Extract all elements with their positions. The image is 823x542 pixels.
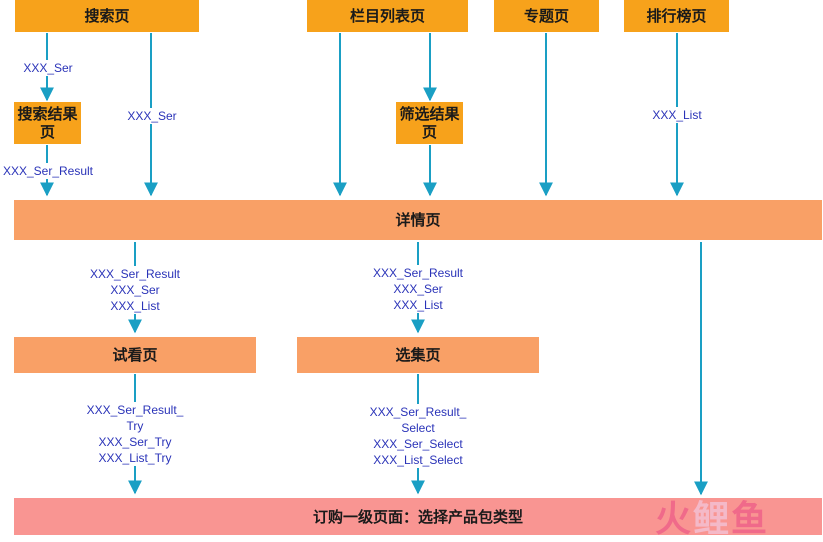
label-detail-to-trial: XXX_Ser_Result XXX_Ser XXX_List <box>80 266 190 314</box>
label-result-to-detail: XXX_Ser_Result <box>0 163 96 179</box>
node-filter-result-page: 筛选结果页 <box>396 102 463 144</box>
node-trial-page: 试看页 <box>14 337 256 373</box>
label-search-to-result: XXX_Ser <box>17 60 79 76</box>
label-ranking-to-detail: XXX_List <box>649 107 705 123</box>
node-order-page: 订购一级页面：选择产品包类型 <box>14 498 822 535</box>
node-topic-page: 专题页 <box>494 0 599 32</box>
node-search-page: 搜索页 <box>15 0 199 32</box>
node-column-list-page: 栏目列表页 <box>307 0 468 32</box>
node-detail-page: 详情页 <box>14 200 822 240</box>
label-trial-to-order: XXX_Ser_Result_ Try XXX_Ser_Try XXX_List… <box>78 402 192 466</box>
label-detail-to-select: XXX_Ser_Result XXX_Ser XXX_List <box>363 265 473 313</box>
watermark-logo: 火 鲤 鱼 <box>655 490 769 542</box>
label-search-to-detail: XXX_Ser <box>121 108 183 124</box>
label-select-to-order: XXX_Ser_Result_ Select XXX_Ser_Select XX… <box>361 404 475 468</box>
node-ranking-page: 排行榜页 <box>624 0 729 32</box>
watermark-glyph-1: 火 <box>655 499 694 540</box>
watermark-glyph-2: 鲤 <box>693 499 732 540</box>
node-search-result-page: 搜索结果页 <box>14 102 81 144</box>
watermark-glyph-3: 鱼 <box>731 499 770 540</box>
node-episode-select-page: 选集页 <box>297 337 539 373</box>
